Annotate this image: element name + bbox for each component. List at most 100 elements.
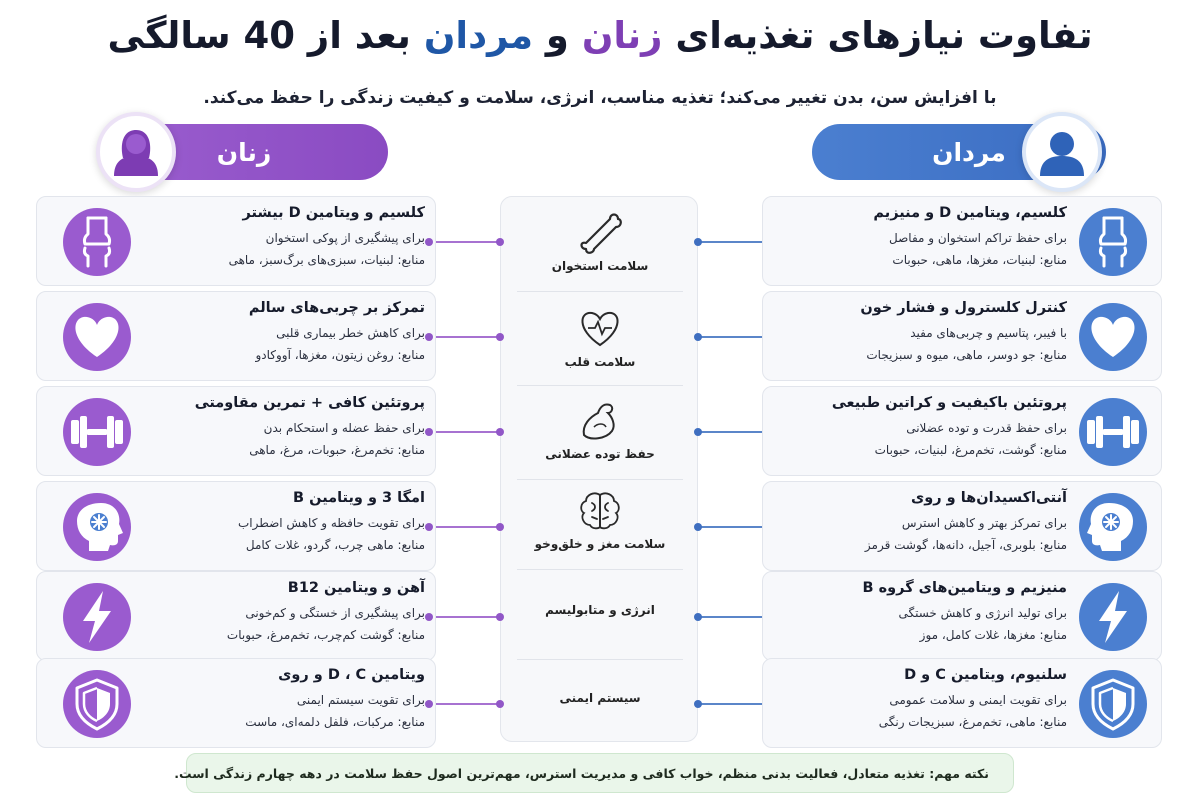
card-description: برای تقویت حافظه و کاهش اضطراب [238,516,425,530]
connector-line [436,336,500,338]
connector-dot [694,613,702,621]
card-sources: منابع: ماهی، تخم‌مرغ، سبزیجات رنگی [878,715,1067,729]
card-sources: منابع: بلوبری، آجیل، دانه‌ها، گوشت قرمز [864,538,1067,552]
card-title: پروتئین کافی + تمرین مقاومتی [194,395,425,411]
men-card-muscle: پروتئین باکیفیت و کراتین طبیعی برای حفظ … [762,386,1162,476]
card-description: برای تقویت ایمنی و سلامت عمومی [889,693,1067,707]
dumbbell-icon [63,398,131,466]
connector-line [698,431,762,433]
women-card-brain: امگا 3 و ویتامین B برای تقویت حافظه و کا… [36,481,436,571]
card-sources: منابع: مغزها، غلات کامل، موز [919,628,1067,642]
card-title: امگا 3 و ویتامین B [293,490,425,506]
card-description: برای حفظ قدرت و توده عضلانی [906,421,1067,435]
category-label: سلامت مغز و خلق‌وخو [534,537,666,551]
connector-dot [425,613,433,621]
men-card-immune: سلنیوم، ویتامین C و D برای تقویت ایمنی و… [762,658,1162,748]
connector-line [436,616,500,618]
tip-note: نکته مهم: تغذیه متعادل، فعالیت بدنی منظم… [174,753,1014,793]
heart-pulse-icon [581,311,619,347]
connector-dot [496,700,504,708]
card-sources: منابع: تخم‌مرغ، حبوبات، مرغ، ماهی [249,443,425,457]
card-title: کلسیم، ویتامین D و منیزیم [873,205,1067,221]
category-label: سلامت قلب [564,355,636,369]
connector-line [436,703,500,705]
card-title: کلسیم و ویتامین D بیشتر [242,205,425,221]
connector-line [698,703,762,705]
card-sources: منابع: جو دوسر، ماهی، میوه و سبزیجات [866,348,1067,362]
card-title: منیزیم و ویتامین‌های گروه B [862,580,1068,596]
connector-line [698,336,762,338]
connector-dot [496,428,504,436]
card-sources: منابع: ماهی چرب، گردو، غلات کامل [245,538,425,552]
bone-icon [580,213,622,254]
card-description: برای حفظ تراکم استخوان و مفاصل [889,231,1067,245]
knee-joint-icon [1079,208,1147,276]
card-title: آهن و ویتامین B12 [287,580,425,596]
card-sources: منابع: گوشت، تخم‌مرغ، لبنیات، حبوبات [874,443,1067,457]
connector-line [698,241,762,243]
lightning-icon [1079,583,1147,651]
card-description: با فیبر، پتاسیم و چربی‌های مفید [910,326,1067,340]
card-description: برای پیشگیری از خستگی و کم‌خونی [245,606,425,620]
title-part-2: بعد از 40 سالگی [107,14,411,57]
card-description: برای پیشگیری از پوکی استخوان [265,231,425,245]
category-label: انرژی و متابولیسم [545,603,655,617]
men-card-brain: آنتی‌اکسیدان‌ها و روی برای تمرکز بهتر و … [762,481,1162,571]
connector-dot [496,238,504,246]
title-men: مردان [423,14,534,57]
women-card-heart: تمرکز بر چربی‌های سالم برای کاهش خطر بیم… [36,291,436,381]
connector-dot [694,700,702,708]
men-card-heart: کنترل کلسترول و فشار خون با فیبر، پتاسیم… [762,291,1162,381]
title-and: و [545,14,569,57]
dumbbell-icon [1079,398,1147,466]
card-description: برای حفظ عضله و استحکام بدن [263,421,425,435]
connector-dot [425,700,433,708]
tip-text: نکته مهم: تغذیه متعادل، فعالیت بدنی منظم… [174,765,989,781]
card-description: برای تقویت سیستم ایمنی [296,693,425,707]
card-title: سلنیوم، ویتامین C و D [904,667,1067,683]
heart-icon [63,303,131,371]
card-title: آنتی‌اکسیدان‌ها و روی [910,490,1067,506]
title-women: زنان [581,14,663,57]
card-sources: منابع: مرکبات، فلفل دلمه‌ای، ماست [245,715,425,729]
man-avatar-icon [1022,112,1102,192]
connector-dot [496,523,504,531]
connector-dot [694,333,702,341]
card-title: ویتامین D ، C و روی [278,667,425,683]
connector-line [436,241,500,243]
woman-avatar-icon [96,112,176,192]
card-title: کنترل کلسترول و فشار خون [860,300,1067,316]
connector-dot [694,428,702,436]
connector-dot [425,523,433,531]
card-description: برای کاهش خطر بیماری قلبی [276,326,425,340]
page-title: تفاوت نیازهای تغذیه‌ای زنان و مردان بعد … [0,14,1200,57]
category-immune-system: سیستم ایمنی [517,687,683,705]
category-energy-metabolism: انرژی و متابولیسم [517,599,683,617]
category-label: سلامت استخوان [551,259,649,273]
head-brain-icon [1079,493,1147,561]
men-card-bone: کلسیم، ویتامین D و منیزیم برای حفظ تراکم… [762,196,1162,286]
category-brain-mood: سلامت مغز و خلق‌وخو [517,489,683,551]
page-subtitle: با افزایش سن، بدن تغییر می‌کند؛ تغذیه من… [203,88,997,108]
card-sources: منابع: گوشت کم‌چرب، تخم‌مرغ، حبوبات [226,628,425,642]
women-card-muscle: پروتئین کافی + تمرین مقاومتی برای حفظ عض… [36,386,436,476]
card-title: تمرکز بر چربی‌های سالم [248,300,425,316]
card-description: برای تولید انرژی و کاهش خستگی [898,606,1067,620]
knee-joint-icon [63,208,131,276]
connector-line [698,616,762,618]
connector-dot [694,523,702,531]
arm-muscle-icon [582,403,615,440]
women-card-energy: آهن و ویتامین B12 برای پیشگیری از خستگی … [36,571,436,661]
categories-column: سلامت استخوان سلامت قلب حفظ توده عضلانی … [500,196,698,742]
shield-icon [1079,670,1147,738]
connector-line [698,526,762,528]
category-bone-health: سلامت استخوان [517,211,683,273]
category-label: حفظ توده عضلانی [545,447,655,461]
connector-dot [425,238,433,246]
brain-icon [580,492,620,530]
shield-icon [63,670,131,738]
title-part-1: تفاوت نیازهای تغذیه‌ای [675,14,1093,57]
card-sources: منابع: لبنیات، سبزی‌های برگ‌سبز، ماهی [228,253,425,267]
connector-dot [425,428,433,436]
connector-dot [496,333,504,341]
